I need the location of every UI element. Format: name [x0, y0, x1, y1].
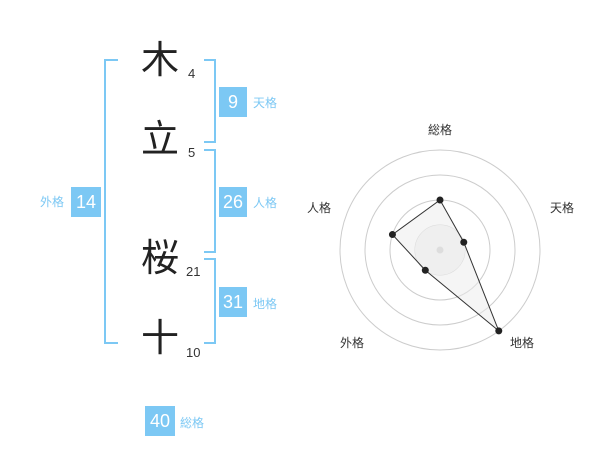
jinkaku-badge: 26: [219, 187, 247, 217]
radar-svg: [339, 149, 541, 351]
radar-point-tenkaku: [460, 238, 468, 246]
tenkaku-bracket: [204, 59, 216, 143]
radar-polygon: [391, 199, 500, 332]
stroke-count-2: 5: [188, 145, 196, 160]
radar-point-jinkaku: [388, 231, 396, 239]
radar-label-gaikaku: 外格: [340, 336, 365, 350]
chikaku-bracket: [204, 258, 216, 344]
gaikaku-badge: 14: [71, 187, 101, 217]
name-char-2: 立: [140, 117, 179, 161]
name-char-1: 木: [140, 38, 179, 82]
radar-label-soukaku: 総格: [428, 123, 453, 137]
chikaku-badge: 31: [219, 287, 247, 317]
radar-ring: [364, 174, 516, 326]
gaikaku-bracket: [104, 59, 118, 344]
name-char-4: 十: [140, 316, 179, 360]
jinkaku-label: 人格: [253, 196, 278, 210]
radar-point-chikaku: [495, 327, 503, 335]
radar-point-soukaku: [436, 196, 444, 204]
radar-center-dot: [436, 246, 444, 254]
stroke-count-1: 4: [188, 66, 196, 81]
stroke-count-4: 10: [186, 345, 201, 360]
soukaku-label: 総格: [180, 416, 205, 430]
tenkaku-badge: 9: [219, 87, 247, 117]
jinkaku-bracket: [204, 149, 216, 253]
radar-ring: [339, 149, 541, 351]
radar-label-jinkaku: 人格: [307, 201, 332, 215]
stroke-count-3: 21: [186, 264, 201, 279]
soukaku-badge: 40: [145, 406, 175, 436]
tenkaku-label: 天格: [253, 96, 278, 110]
name-char-3: 桜: [140, 236, 179, 280]
radar-label-tenkaku: 天格: [550, 201, 575, 215]
chikaku-label: 地格: [253, 297, 278, 311]
radar-label-chikaku: 地格: [510, 336, 535, 350]
radar-point-gaikaku: [421, 266, 429, 274]
gaikaku-label: 外格: [40, 195, 65, 209]
